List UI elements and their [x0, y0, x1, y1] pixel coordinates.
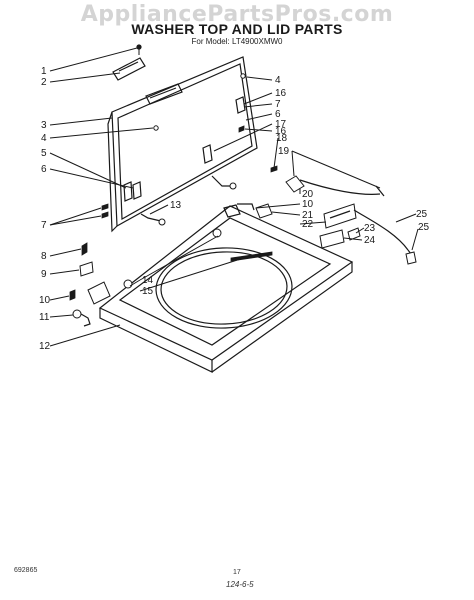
callout-25-upper: 25 — [416, 209, 428, 220]
callout-21: 21 — [302, 210, 314, 221]
screw-10 — [69, 289, 76, 301]
watermark-text: AppliancePartsPros.com — [80, 2, 394, 27]
screw-1 — [136, 44, 142, 50]
callout-18: 18 — [276, 133, 288, 144]
callout-16-upper: 16 — [275, 88, 287, 99]
hinge-bracket-right — [202, 96, 246, 187]
screw-7-lower — [101, 211, 109, 219]
callout-15: 15 — [142, 286, 154, 297]
hinge-pin-right — [229, 182, 237, 190]
spring-10 — [237, 203, 255, 211]
callout-17: 17 — [275, 119, 287, 130]
callout-6-right: 6 — [275, 109, 281, 120]
callout-11: 11 — [39, 312, 50, 323]
callout-25-lower: 25 — [418, 222, 430, 233]
washer-top-panel — [98, 205, 354, 373]
lid-handle-slot — [145, 83, 183, 105]
model-line: For Model: LT4900XMW0 — [191, 37, 283, 46]
actuator-21 — [255, 203, 273, 219]
callout-19: 19 — [278, 146, 290, 157]
callout-23: 23 — [364, 223, 376, 234]
callout-10-left: 10 — [39, 295, 51, 306]
callout-4-left: 4 — [41, 133, 47, 144]
lid-switch-22 — [323, 203, 357, 229]
screw-7-upper — [101, 203, 109, 211]
callout-22: 22 — [302, 219, 314, 230]
callout-7-right: 7 — [275, 99, 281, 110]
switch-cover-24 — [319, 229, 345, 249]
tub-opening — [155, 247, 293, 329]
callout-1: 1 — [41, 66, 47, 77]
callout-10-right: 10 — [302, 199, 314, 210]
connector-23 — [347, 227, 361, 241]
bumper-4-lower — [153, 125, 159, 131]
callout-13: 13 — [170, 200, 182, 211]
callout-numbers: 1 2 3 4 5 6 7 8 9 10 11 12 13 14 15 4 16… — [39, 66, 430, 352]
callout-16-lower: 16 — [275, 126, 287, 137]
screw-17-right — [238, 125, 245, 133]
footer-drawing-code: 692865 — [14, 567, 38, 574]
screw-18 — [270, 165, 278, 173]
callout-6-left: 6 — [41, 164, 47, 175]
lid-latch-plate — [112, 57, 146, 81]
rear-hinge-pocket — [223, 204, 241, 218]
callout-20: 20 — [302, 189, 314, 200]
callout-2: 2 — [41, 77, 47, 88]
callout-3: 3 — [41, 120, 47, 131]
footer-date-code: 124-6-5 — [226, 580, 254, 589]
clip-9 — [79, 261, 94, 277]
callout-14: 14 — [142, 275, 154, 286]
callout-12: 12 — [39, 341, 51, 352]
callout-8: 8 — [41, 251, 47, 262]
callout-24: 24 — [364, 235, 376, 246]
callout-4-right: 4 — [275, 75, 281, 86]
diagram-title: WASHER TOP AND LID PARTS — [131, 21, 343, 37]
terminal-25 — [405, 251, 417, 265]
callout-7-left: 7 — [41, 220, 47, 231]
hinge-pin-left — [158, 218, 166, 226]
screw-8 — [81, 242, 88, 256]
leader-lines — [49, 47, 419, 347]
clip-11 — [72, 309, 91, 327]
footer-page-number: 17 — [233, 569, 241, 576]
callout-5: 5 — [41, 148, 47, 159]
callout-9: 9 — [41, 269, 47, 280]
bumper-4-upper — [240, 73, 246, 79]
